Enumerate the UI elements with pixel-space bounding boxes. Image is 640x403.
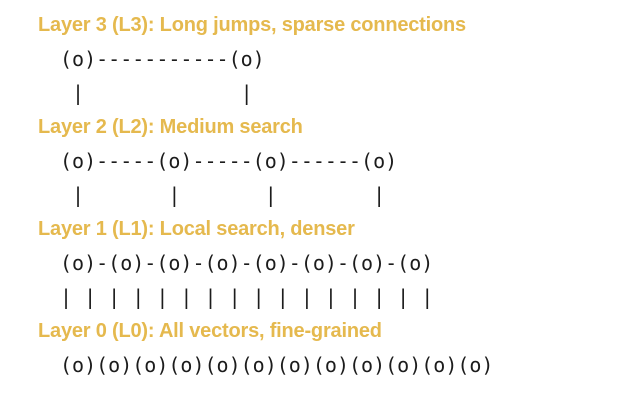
- layer-0-title: Layer 0 (L0): All vectors, fine-grained: [38, 320, 382, 342]
- layer-1-section: Layer 1 (L1): Local search, denser (o)-(…: [38, 212, 640, 314]
- layer-0-section: Layer 0 (L0): All vectors, fine-grained …: [38, 314, 640, 382]
- layer-3-links-row: | |: [60, 81, 253, 105]
- layer-2-nodes-row: (o)-----(o)-----(o)------(o): [60, 149, 398, 173]
- layer-2-links-row: | | | |: [60, 183, 386, 207]
- layer-2-section: Layer 2 (L2): Medium search (o)-----(o)-…: [38, 110, 640, 212]
- layer-3-title: Layer 3 (L3): Long jumps, sparse connect…: [38, 14, 466, 36]
- layer-1-nodes-row: (o)-(o)-(o)-(o)-(o)-(o)-(o)-(o): [60, 251, 434, 275]
- layer-3-section: Layer 3 (L3): Long jumps, sparse connect…: [38, 8, 640, 110]
- layer-1-title: Layer 1 (L1): Local search, denser: [38, 218, 355, 240]
- layer-2-title: Layer 2 (L2): Medium search: [38, 116, 303, 138]
- layer-0-nodes-row: (o)(o)(o)(o)(o)(o)(o)(o)(o)(o)(o)(o): [60, 353, 494, 377]
- layer-3-nodes-row: (o)-----------(o): [60, 47, 265, 71]
- layer-1-links-row: | | | | | | | | | | | | | | | |: [60, 285, 434, 309]
